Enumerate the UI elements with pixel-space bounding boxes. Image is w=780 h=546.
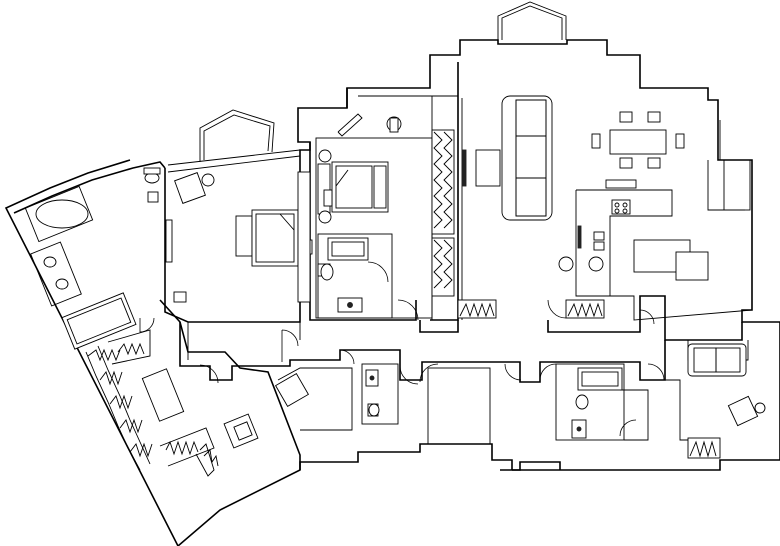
living-room-furniture <box>457 95 605 319</box>
dining-kitchen <box>558 111 709 281</box>
toilet-three <box>575 394 589 410</box>
wc-left <box>361 363 399 425</box>
door-closet <box>139 317 155 333</box>
door-master <box>199 364 219 384</box>
dining-table <box>609 129 667 155</box>
nightstand-left <box>235 215 253 257</box>
lower-fixtures <box>274 367 623 439</box>
dresser-bedroom-one <box>297 171 311 303</box>
corridor-walls <box>179 322 666 383</box>
master-bedroom-furniture <box>61 292 259 477</box>
interior-walls <box>179 62 753 445</box>
sink-2 <box>55 278 69 290</box>
door-bedroom-two <box>397 299 419 321</box>
armchair-bedroom-one <box>174 172 206 204</box>
coffee-table <box>475 149 501 187</box>
toilet-master <box>144 172 160 184</box>
sofa-closet <box>61 292 137 350</box>
left-bay-window <box>199 109 275 162</box>
lower-wall <box>299 443 513 470</box>
sofa-living <box>501 95 553 221</box>
ottoman <box>141 368 185 422</box>
bathtub <box>35 199 89 229</box>
door-bedroom-one <box>281 329 299 362</box>
exterior-walls <box>4 1 780 546</box>
wardrobe <box>85 351 141 471</box>
armchair-lounge <box>727 395 759 427</box>
cooktop <box>611 199 631 215</box>
bedroom-two-furniture <box>317 113 455 297</box>
bathtub-two <box>327 237 369 261</box>
bathtub-three <box>577 367 623 391</box>
nightstand-b2 <box>317 163 331 215</box>
top-bay-window <box>497 1 567 40</box>
right-lounge <box>687 159 766 459</box>
master-bath <box>24 167 161 307</box>
storage-room <box>427 367 491 445</box>
bathroom-two-fixtures <box>317 237 369 313</box>
doors <box>139 261 665 437</box>
sink-1 <box>43 256 57 268</box>
bathroom-three <box>555 363 625 441</box>
sofa-lounge <box>687 343 747 377</box>
toilet-b2 <box>320 263 334 281</box>
bedroom-one-furniture <box>165 171 313 303</box>
bed-one <box>251 209 299 267</box>
